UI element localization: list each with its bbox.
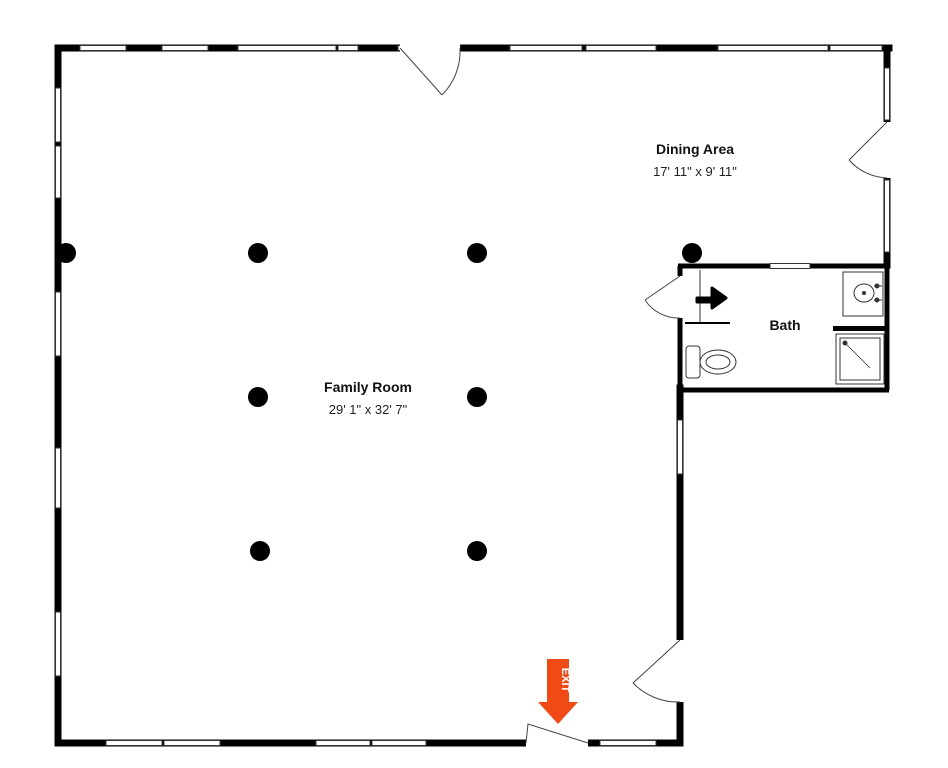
- window: [55, 611, 61, 677]
- column-icon: [682, 243, 702, 263]
- door-opening: [676, 276, 684, 318]
- stairs-arrow-icon: [685, 270, 730, 324]
- door-swing-icon: [399, 47, 461, 96]
- bath-counter: [833, 326, 887, 331]
- window: [55, 447, 61, 509]
- column-icon: [56, 243, 76, 263]
- window: [717, 45, 829, 51]
- window: [337, 45, 359, 51]
- room-name-family: Family Room: [324, 379, 412, 395]
- toilet-icon: [685, 345, 737, 379]
- room-name-bath: Bath: [769, 317, 800, 333]
- column-icon: [467, 243, 487, 263]
- sink-icon: [842, 271, 884, 317]
- door-opening: [883, 122, 891, 178]
- door-opening: [676, 640, 684, 702]
- door-swing-icon: [644, 275, 681, 319]
- column-icon: [248, 387, 268, 407]
- column-icon: [248, 243, 268, 263]
- window: [769, 263, 811, 269]
- door-swing-icon: [525, 723, 589, 744]
- column-icon: [467, 541, 487, 561]
- room-dims-family: 29' 1" x 32' 7": [329, 402, 408, 417]
- window: [161, 45, 209, 51]
- shower-icon: [835, 333, 885, 385]
- door-opening: [526, 739, 588, 747]
- door-swing-icon: [632, 639, 681, 703]
- door-swing-icon: [848, 121, 888, 179]
- window: [509, 45, 583, 51]
- windows: [55, 45, 890, 746]
- bath-fixtures: [685, 270, 887, 385]
- room-dims-dining: 17' 11" x 9' 11": [653, 164, 737, 179]
- columns: [56, 243, 702, 561]
- window: [79, 45, 127, 51]
- door-opening: [400, 44, 460, 52]
- window: [371, 740, 427, 746]
- doors: [399, 44, 891, 747]
- window: [677, 419, 683, 475]
- window: [163, 740, 221, 746]
- room-name-dining: Dining Area: [656, 141, 734, 157]
- window: [315, 740, 371, 746]
- window: [55, 87, 61, 143]
- window: [585, 45, 657, 51]
- exit-sign: EXIT: [538, 659, 578, 724]
- exit-arrow-icon: [538, 659, 578, 724]
- window: [55, 145, 61, 199]
- window: [55, 291, 61, 357]
- column-icon: [467, 387, 487, 407]
- window: [237, 45, 337, 51]
- window: [884, 179, 890, 253]
- window: [105, 740, 163, 746]
- exit-label: EXIT: [559, 668, 571, 693]
- column-icon: [250, 541, 270, 561]
- window: [829, 45, 883, 51]
- window: [884, 67, 890, 121]
- window: [599, 740, 657, 746]
